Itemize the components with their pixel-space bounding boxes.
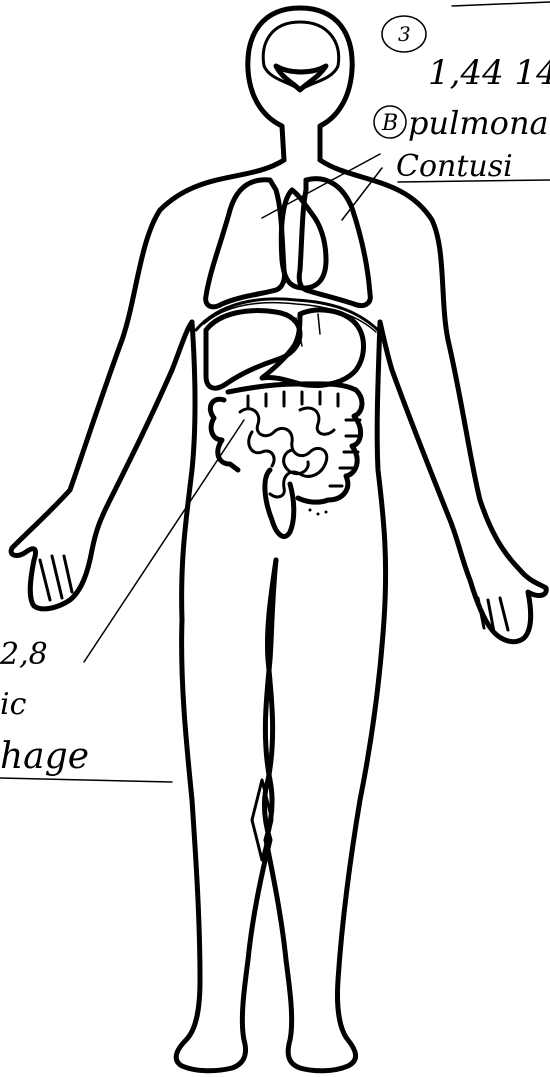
- underline-right-top: [452, 2, 550, 6]
- left-line2: hage: [0, 736, 89, 777]
- left-code: 2,8: [0, 637, 48, 672]
- right-line2: Contusi: [396, 149, 513, 184]
- leader-line-left: [84, 420, 244, 662]
- handwritten-notes: 3 1,44 14 B pulmona Contusi 2,8 ic hage: [0, 16, 550, 777]
- right-arm-outline: [320, 160, 546, 642]
- torso-left-outline: [182, 322, 195, 620]
- left-arm-outline: [11, 160, 284, 609]
- left-lung: [206, 180, 285, 307]
- circled-number: 3: [398, 22, 411, 46]
- left-line1: ic: [0, 687, 27, 722]
- torso-right-outline: [377, 322, 385, 620]
- abdominal-organs: [206, 310, 364, 537]
- right-circled-letter: B: [381, 111, 398, 136]
- stomach: [262, 310, 364, 386]
- bladder: [265, 470, 294, 536]
- right-leg-outline: [265, 560, 384, 1071]
- left-leg-outline: [176, 560, 276, 1071]
- right-line1: pulmona: [408, 104, 549, 142]
- liver: [206, 311, 300, 389]
- right-code: 1,44 14: [428, 53, 550, 93]
- underline-left: [0, 778, 172, 782]
- brain-outline: [263, 22, 338, 90]
